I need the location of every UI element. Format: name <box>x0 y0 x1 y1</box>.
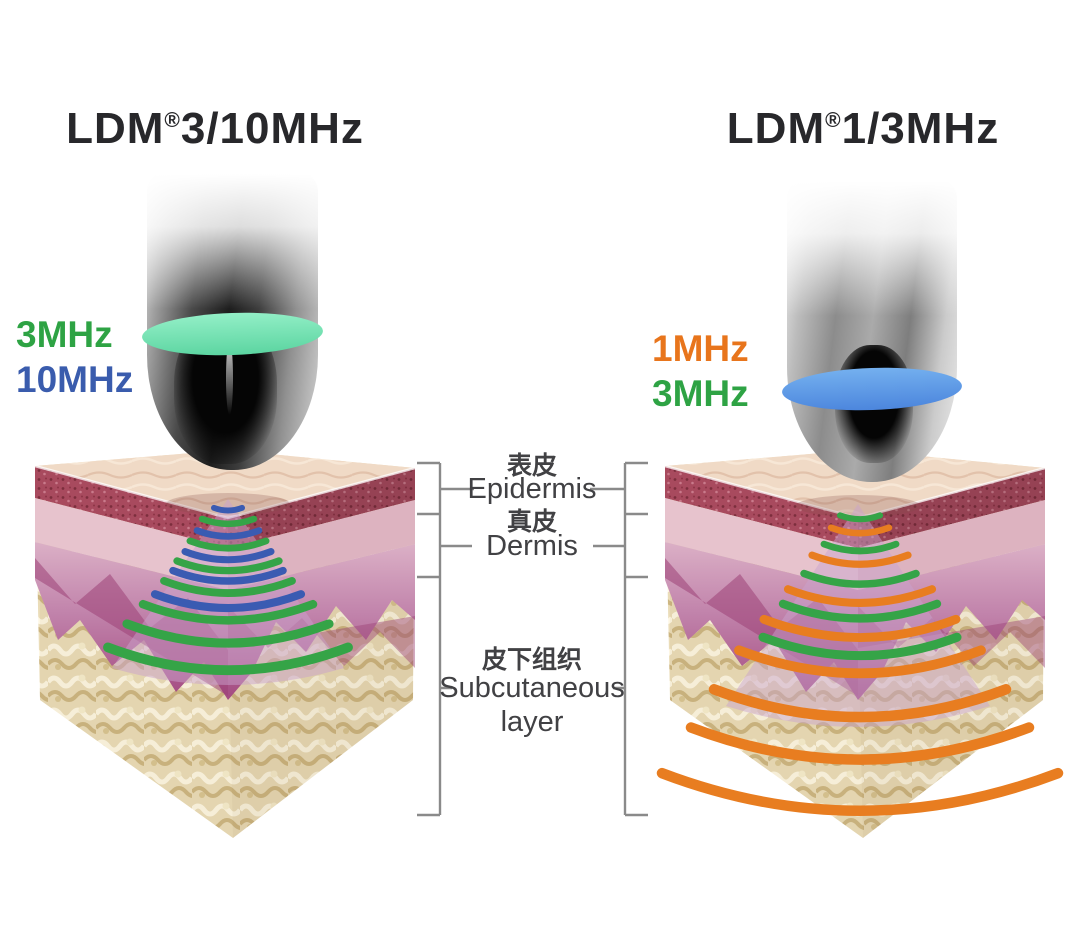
right-title-brand: LDM <box>726 104 826 153</box>
wave-arc-blue <box>193 527 263 540</box>
wave-arc-green <box>778 599 942 623</box>
wave-arc-blue <box>211 504 245 514</box>
dermis-label-en: Dermis <box>486 530 578 562</box>
wave-arc-green <box>160 576 296 597</box>
wave-arc-orange <box>708 684 1012 723</box>
epidermis-label-en: Epidermis <box>467 473 597 505</box>
wave-arc-orange <box>734 645 986 679</box>
epidermis-band-right <box>858 468 1045 548</box>
wave-arc-green <box>820 540 900 555</box>
probe-top-fade <box>139 159 326 309</box>
subcutaneous-label-en: Subcutaneous <box>439 672 625 704</box>
right-bracket <box>623 461 648 817</box>
right-handpiece-probe <box>779 166 965 482</box>
wave-arc-green <box>138 599 318 625</box>
left-title-brand: LDM <box>66 104 165 153</box>
wave-arc-orange <box>656 767 1064 816</box>
left-title: LDM®3/10MHz <box>0 104 430 154</box>
left-wave-arcs <box>103 504 353 676</box>
layer-brackets <box>417 461 648 817</box>
wave-arc-green <box>198 515 258 528</box>
right-title: LDM®1/3MHz <box>648 104 1078 154</box>
epidermis-label-zh: 表皮 <box>506 452 557 480</box>
wave-arc-orange <box>759 614 961 642</box>
upper-dermis-left <box>35 498 228 590</box>
probe-contact-shadow <box>796 495 920 517</box>
wave-arc-orange <box>808 551 912 568</box>
freq-label-3mhz: 3MHz <box>652 373 749 415</box>
wave-arc-orange <box>685 722 1035 765</box>
upper-dermis-left <box>665 498 858 590</box>
wave-arc-green <box>800 569 920 588</box>
registered-mark: ® <box>164 109 181 132</box>
epidermis-shade <box>228 468 415 548</box>
left-frequency-legend: 3MHz 10MHz <box>16 312 133 402</box>
probe-top-fade <box>779 166 965 316</box>
epidermis-shade <box>858 468 1045 548</box>
freq-label-1mhz: 1MHz <box>652 328 749 369</box>
left-handpiece-probe <box>139 159 326 470</box>
wave-arc-green <box>103 642 353 676</box>
wave-arc-blue <box>169 566 287 585</box>
epidermis-band-left <box>665 466 858 548</box>
wave-arc-green <box>186 537 270 552</box>
left-title-frequency: 3/10MHz <box>180 104 364 153</box>
right-wave-arcs <box>656 512 1064 816</box>
wave-arc-blue <box>181 548 275 564</box>
wave-arc-orange <box>827 524 893 537</box>
epidermis-band-left <box>35 466 228 548</box>
probe-gloss-highlight <box>225 341 233 415</box>
freq-label-10mhz: 10MHz <box>16 359 134 401</box>
skin-surface-top <box>35 450 415 518</box>
left-bracket <box>417 461 442 817</box>
dermis-peaks-left <box>665 558 858 696</box>
wave-arc-orange <box>783 585 937 607</box>
wave-arc-green <box>173 557 283 575</box>
skin-surface-top <box>665 450 1045 518</box>
subcutaneous-label-en-2: layer <box>500 706 564 738</box>
wave-arc-green <box>758 632 962 661</box>
epidermis-band-right <box>228 468 415 548</box>
wave-arc-green <box>836 512 884 523</box>
freq-label-3mhz: 3MHz <box>16 314 113 355</box>
upper-dermis-right <box>858 500 1045 590</box>
dermis-label-zh: 真皮 <box>506 508 557 536</box>
registered-mark: ® <box>825 109 842 132</box>
right-frequency-legend: 1MHz 3MHz <box>652 326 749 416</box>
wave-arc-green <box>122 619 334 648</box>
right-title-frequency: 1/3MHz <box>841 104 1000 153</box>
subcutaneous-label-zh: 皮下组织 <box>481 646 582 674</box>
wave-arc-blue <box>150 590 306 612</box>
